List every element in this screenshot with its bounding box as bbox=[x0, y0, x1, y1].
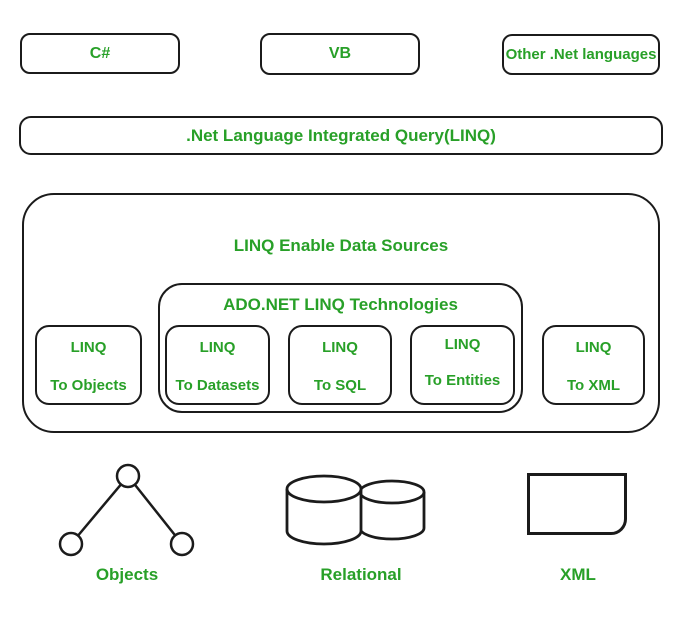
linq-to-sql-box: LINQ To SQL bbox=[288, 325, 392, 405]
linq-to-datasets-line1: LINQ bbox=[199, 339, 236, 356]
linq-to-sql-line1: LINQ bbox=[322, 339, 358, 356]
linq-to-entities-line2: To Entities bbox=[424, 372, 501, 389]
source-label-objects: Objects bbox=[95, 565, 159, 584]
linq-to-objects-box: LINQ To Objects bbox=[35, 325, 142, 405]
database-cylinders-icon bbox=[285, 474, 426, 546]
linq-query-bar-label: .Net Language Integrated Query(LINQ) bbox=[186, 125, 496, 145]
linq-to-datasets-box: LINQ To Datasets bbox=[165, 325, 270, 405]
language-box-csharp: C# bbox=[20, 33, 180, 74]
linq-to-xml-box: LINQ To XML bbox=[542, 325, 645, 405]
source-label-xml: XML bbox=[560, 565, 596, 584]
linq-to-xml-line1: LINQ bbox=[575, 339, 612, 356]
language-label-csharp: C# bbox=[89, 44, 111, 62]
language-box-other-net: Other .Net languages bbox=[502, 34, 660, 75]
source-label-relational: Relational bbox=[320, 565, 402, 584]
adonet-linq-technologies-title: ADO.NET LINQ Technologies bbox=[223, 295, 458, 314]
linq-to-entities-box: LINQ To Entities bbox=[410, 325, 515, 405]
document-icon bbox=[527, 473, 627, 535]
linq-query-bar: .Net Language Integrated Query(LINQ) bbox=[19, 116, 663, 155]
linq-enabled-data-sources-title: LINQ Enable Data Sources bbox=[233, 236, 449, 255]
objects-tree-icon bbox=[58, 463, 195, 557]
linq-to-objects-line1: LINQ bbox=[70, 339, 107, 356]
language-label-other-net: Other .Net languages bbox=[505, 46, 657, 63]
language-box-vb: VB bbox=[260, 33, 420, 75]
linq-to-entities-line1: LINQ bbox=[444, 336, 481, 353]
language-label-vb: VB bbox=[328, 45, 352, 62]
linq-to-sql-line2: To SQL bbox=[313, 377, 367, 394]
linq-to-datasets-line2: To Datasets bbox=[175, 377, 260, 394]
linq-to-xml-line2: To XML bbox=[566, 377, 621, 394]
linq-to-objects-line2: To Objects bbox=[50, 377, 127, 394]
